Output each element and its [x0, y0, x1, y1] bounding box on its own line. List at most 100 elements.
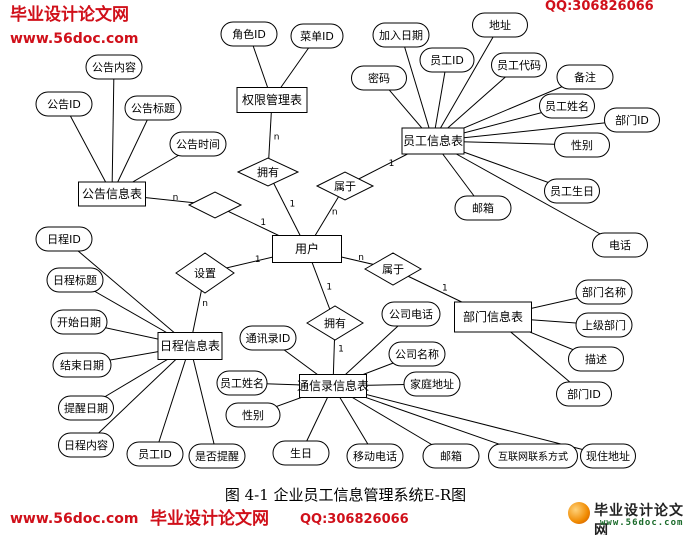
attribute-a24[interactable]: 日程内容	[58, 432, 114, 458]
attribute-a14[interactable]: 部门ID	[604, 107, 660, 133]
attribute-ellipse	[220, 21, 278, 47]
attribute-label: 公告内容	[92, 60, 136, 74]
relationship-diamond	[306, 305, 364, 341]
entity-tx[interactable]: 通信录信息表	[297, 374, 369, 398]
attribute-label: 密码	[368, 71, 390, 85]
attribute-a39[interactable]: 上级部门	[575, 312, 633, 338]
attribute-a17[interactable]: 邮箱	[454, 195, 512, 221]
attribute-label: 日程标题	[53, 273, 97, 287]
attribute-ellipse	[454, 195, 512, 221]
attribute-a37[interactable]: 家庭地址	[403, 371, 461, 397]
entity-bm[interactable]: 部门信息表	[454, 301, 532, 333]
attribute-a13[interactable]: 员工姓名	[539, 93, 595, 119]
attribute-ellipse	[539, 93, 595, 119]
attribute-link	[111, 107, 154, 195]
attribute-a30[interactable]: 生日	[272, 440, 330, 466]
attribute-a33[interactable]: 互联网联系方式	[488, 443, 578, 469]
attribute-a4[interactable]: 公告ID	[35, 91, 93, 117]
relationship-diamond	[236, 157, 300, 187]
attribute-a2[interactable]: 菜单ID	[290, 23, 344, 49]
entity-rc[interactable]: 日程信息表	[157, 332, 223, 360]
attribute-a25[interactable]: 员工ID	[126, 441, 184, 467]
attribute-a16[interactable]: 员工生日	[544, 178, 600, 204]
attribute-a15[interactable]: 性别	[554, 132, 610, 158]
attribute-a8[interactable]: 地址	[472, 12, 528, 38]
attribute-a10[interactable]: 员工代码	[491, 52, 547, 78]
attribute-a21[interactable]: 开始日期	[50, 309, 108, 335]
attribute-a7[interactable]: 加入日期	[372, 22, 430, 48]
relationship-r6[interactable]: 属于	[363, 252, 423, 286]
attribute-ellipse	[491, 52, 547, 78]
attribute-label: 描述	[585, 352, 607, 366]
attribute-label: 加入日期	[379, 29, 423, 42]
attribute-a22[interactable]: 结束日期	[52, 352, 112, 378]
attribute-a29[interactable]: 性别	[225, 402, 281, 428]
attribute-a40[interactable]: 描述	[568, 346, 624, 372]
attribute-a41[interactable]: 部门ID	[556, 381, 612, 407]
attribute-ellipse	[592, 232, 648, 258]
attribute-ellipse	[580, 443, 636, 469]
relationship-diamond	[363, 252, 423, 286]
attribute-label: 性别	[242, 408, 264, 422]
entity-box	[454, 301, 532, 333]
attribute-a31[interactable]: 移动电话	[346, 443, 404, 469]
attribute-label: 通讯录ID	[246, 332, 291, 345]
attribute-a1[interactable]: 角色ID	[220, 21, 278, 47]
figure-caption: 图 4-1 企业员工信息管理系统E-R图	[224, 486, 467, 504]
attribute-a34[interactable]: 现住地址	[580, 443, 636, 469]
cardinality-label: n	[202, 299, 208, 309]
attribute-a23[interactable]: 提醒日期	[58, 395, 114, 421]
entity-gg[interactable]: 公告信息表	[78, 181, 146, 207]
attribute-ellipse	[372, 22, 430, 48]
entity-box	[401, 127, 465, 155]
watermark-qq: QQ:306826066	[545, 0, 654, 14]
attribute-a18[interactable]: 电话	[592, 232, 648, 258]
attribute-label: 邮箱	[472, 201, 494, 215]
entity-label: 用户	[295, 241, 319, 256]
attribute-link	[63, 238, 191, 347]
relationship-r3[interactable]: 属于	[315, 171, 375, 201]
relationship-r5[interactable]: 拥有	[306, 305, 364, 341]
cardinality-label: 1	[338, 344, 344, 354]
attribute-a12[interactable]: 备注	[556, 64, 614, 90]
attribute-a6[interactable]: 公告时间	[169, 131, 227, 157]
attribute-a19[interactable]: 日程ID	[35, 226, 93, 252]
attribute-ellipse	[388, 341, 446, 367]
attribute-a28[interactable]: 员工姓名	[216, 370, 268, 396]
attribute-a32[interactable]: 邮箱	[422, 443, 480, 469]
relationship-r1[interactable]: 拥有	[236, 157, 300, 187]
entity-qx[interactable]: 权限管理表	[236, 87, 308, 113]
attribute-a36[interactable]: 公司名称	[388, 341, 446, 367]
attribute-label: 备注	[574, 70, 596, 84]
entity-yg[interactable]: 员工信息表	[401, 127, 465, 155]
cardinality-label: n	[274, 133, 280, 143]
attribute-a26[interactable]: 是否提醒	[188, 443, 246, 469]
attribute-label: 员工ID	[430, 54, 464, 67]
attribute-label: 日程ID	[47, 233, 81, 246]
attribute-a27[interactable]: 通讯录ID	[239, 325, 297, 351]
attribute-a9[interactable]: 员工ID	[419, 47, 475, 73]
entity-yh[interactable]: 用户	[272, 235, 342, 263]
attribute-link	[432, 119, 633, 142]
attribute-ellipse	[50, 309, 108, 335]
attribute-label: 公告时间	[176, 138, 220, 151]
relationship-label: 属于	[382, 263, 404, 276]
attribute-a20[interactable]: 日程标题	[46, 267, 104, 293]
relationship-r4[interactable]: 设置	[175, 252, 235, 294]
attribute-a11[interactable]: 密码	[351, 65, 407, 91]
attribute-a35[interactable]: 公司电话	[381, 301, 441, 327]
entity-label: 权限管理表	[242, 92, 302, 107]
attribute-label: 地址	[489, 18, 511, 32]
watermark-url: www.56doc.com	[10, 511, 139, 527]
attribute-ellipse	[124, 95, 182, 121]
attribute-a38[interactable]: 部门名称	[575, 279, 633, 305]
attribute-label: 员工姓名	[220, 376, 264, 390]
attribute-a3[interactable]: 公告内容	[85, 54, 143, 80]
attribute-a5[interactable]: 公告标题	[124, 95, 182, 121]
relationship-r2[interactable]	[187, 191, 243, 219]
attribute-label: 公告标题	[131, 101, 175, 115]
relationship-diamond	[187, 191, 243, 219]
logo-title: 毕业设计论文网	[594, 503, 684, 535]
attribute-label: 角色ID	[232, 27, 266, 41]
relationship-label: 属于	[334, 180, 356, 193]
